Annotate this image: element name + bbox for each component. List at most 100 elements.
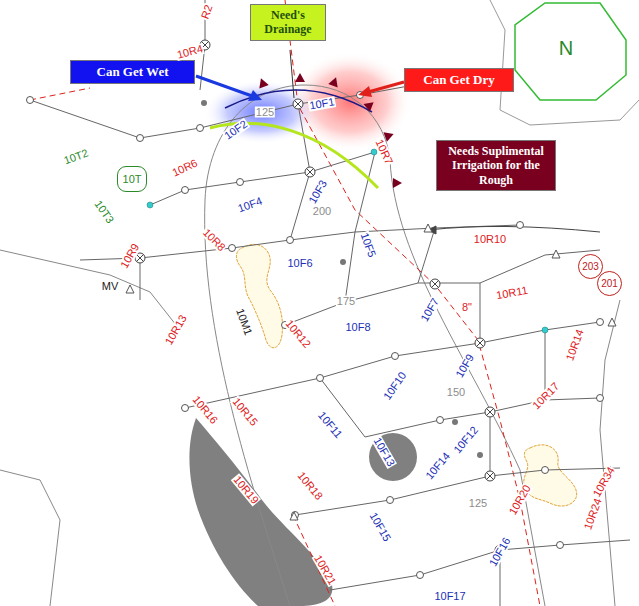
map-label: R2: [199, 3, 215, 22]
note-box: Can Get Dry: [404, 68, 514, 92]
sprinkler-head-part: [417, 572, 424, 579]
map-label: 10R13: [163, 312, 190, 347]
tee-box: 10T: [117, 166, 147, 192]
map-label: 10R24: [582, 496, 604, 532]
boundary-line: [0, 85, 620, 606]
leader-arrow-part: [196, 76, 252, 96]
map-label: 125: [468, 498, 488, 509]
note-box: Need's Drainage: [250, 4, 326, 41]
map-label: 10F14: [423, 450, 453, 483]
lateral-pipe-part: [480, 283, 481, 343]
map-label: 10R10: [473, 234, 507, 245]
map-label: 10R34: [591, 464, 618, 499]
map-label: MV: [101, 281, 120, 292]
sprinkler-head: [27, 92, 604, 579]
lateral-pipe: [30, 0, 630, 606]
dry-edge-marker-part: [295, 73, 305, 82]
triangle-marker-part: [424, 224, 432, 232]
note-text: Can Get Wet: [76, 64, 189, 80]
map-label: 10R20: [507, 482, 534, 517]
map-label: 200: [312, 206, 332, 217]
map-label: 10M1: [234, 306, 254, 338]
sprinkler-head-part: [197, 125, 204, 132]
sprinkler-head-part: [137, 135, 144, 142]
map-label: 10F3: [306, 178, 329, 207]
note-text: Can Get Dry: [410, 72, 508, 88]
lateral-pipe-part: [345, 152, 375, 302]
note-text: Need's Drainage: [256, 8, 320, 37]
leader-arrow-part: [248, 90, 262, 101]
mainline: [30, 0, 540, 606]
map-label: 10T2: [61, 147, 90, 167]
quick-coupler-part: [147, 202, 153, 208]
map-label: 10R4: [175, 43, 205, 61]
lateral-pipe-part: [285, 250, 600, 325]
pond-part: [369, 433, 417, 481]
lateral-pipe-part: [490, 412, 491, 476]
valve-symbol-part: [475, 338, 485, 348]
triangle-marker-part: [608, 318, 616, 326]
boundary-line-part: [600, 300, 620, 606]
mainline-part: [285, 0, 540, 606]
map-label: 10F6: [286, 258, 313, 269]
sprinkler-head-part: [387, 497, 394, 504]
lateral-pipe-part: [140, 258, 141, 300]
lateral-pipe-part: [320, 378, 600, 437]
bunker: [236, 244, 576, 506]
leader-arrow: [196, 50, 404, 101]
map-label: 10F10: [381, 369, 409, 403]
sprinkler-head-part: [542, 467, 549, 474]
dry-edge-marker-part: [256, 77, 268, 89]
dry-edge-marker-part: [383, 129, 395, 141]
sprinkler-head-part: [517, 222, 524, 229]
line-10r10: [428, 226, 600, 234]
sprinkler-head-part: [237, 179, 244, 186]
sprinkler-head-part: [392, 353, 399, 360]
sprinkler-head-part: [597, 395, 604, 402]
valve-symbol-part: [305, 167, 315, 177]
map-label: 10R17: [530, 380, 562, 412]
green-outline: [490, 0, 639, 125]
note-box: Needs Suplimental Irrigation for the Rou…: [436, 140, 556, 191]
valve-symbol: [135, 40, 505, 555]
dot-marker-part: [201, 100, 207, 106]
leader-arrow-part: [290, 50, 294, 98]
boundary-line-part: [0, 470, 60, 606]
map-label: 10F11: [315, 409, 344, 441]
leader-arrow-part: [358, 86, 372, 97]
sprinkler-head-part: [557, 542, 564, 549]
triangle-marker: [126, 224, 616, 520]
map-label: 10F4: [235, 195, 264, 215]
map-label: 10F9: [453, 352, 476, 381]
valve-symbol-part: [485, 407, 495, 417]
note-box: Can Get Wet: [70, 60, 195, 84]
lateral-pipe-part: [295, 468, 620, 515]
bunker-part: [524, 445, 577, 506]
lateral-pipe-part: [80, 225, 520, 260]
green-outline-part: [490, 0, 639, 125]
dot-marker-part: [340, 259, 346, 265]
map-label: 10F5: [358, 230, 378, 259]
dry-edge-marker-part: [328, 76, 340, 88]
sprinkler-head-part: [437, 417, 444, 424]
sprinkler-head-part: [317, 375, 324, 382]
map-label: N: [558, 38, 574, 58]
leader-arrow-part: [368, 82, 404, 92]
map-label: 10R11: [494, 285, 529, 302]
map-label: 175: [336, 296, 356, 307]
yardage-marker: 201: [597, 271, 622, 296]
node-text: 10T: [123, 174, 142, 185]
map-label: 10R16: [190, 393, 221, 426]
mainline-part: [30, 88, 90, 100]
lateral-pipe-part: [418, 228, 435, 283]
dry-edge-marker-part: [363, 98, 376, 111]
map-label: 10R15: [230, 395, 261, 428]
green-outline-part: [515, 3, 626, 100]
line-10r10-part: [428, 226, 600, 232]
map-label: 10R12: [283, 317, 314, 350]
map-label: 10F15: [367, 510, 393, 544]
sprinkler-head-part: [287, 237, 294, 244]
map-label: 10R18: [295, 469, 326, 502]
